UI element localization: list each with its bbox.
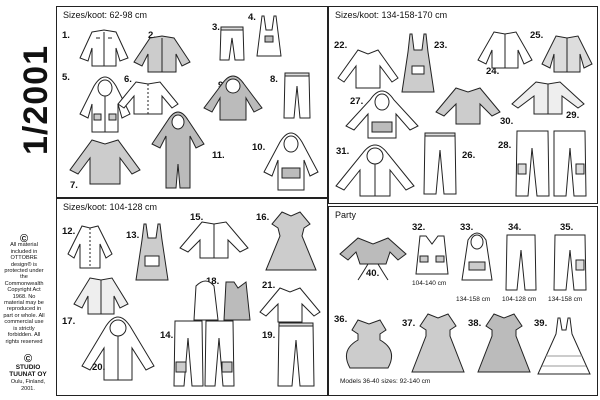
- hoodie-illustration: [262, 128, 320, 192]
- publisher-credit: © STUDIO TUUNAT OY Oulu, Finland, 2001.: [4, 353, 52, 394]
- section-title: Party: [335, 210, 357, 220]
- long-sleeve-top-illustration: [336, 48, 400, 90]
- cargo-trousers-illustration: [514, 128, 588, 198]
- model-number: 18.: [206, 276, 220, 287]
- pinafore-illustration: [134, 222, 170, 282]
- vests-illustration: [192, 276, 252, 322]
- model-number: 21.: [262, 280, 276, 291]
- shirt-illustration: [116, 80, 180, 116]
- model-number: 40.: [366, 268, 380, 279]
- model-number: 17.: [62, 316, 76, 327]
- long-sleeve-tee-illustration: [258, 286, 322, 324]
- smock-dress-illustration: [410, 312, 466, 374]
- model-number: 27.: [350, 96, 364, 107]
- model-number: 39.: [534, 318, 548, 329]
- pants-illustration: [218, 24, 246, 62]
- model-number: 36.: [334, 314, 348, 325]
- model-number: 25.: [530, 30, 544, 41]
- dress-illustration: [400, 32, 436, 94]
- zip-jacket-illustration: [178, 220, 250, 260]
- copyright-text: All material included in OTTOBRE design®…: [3, 242, 45, 345]
- model-number: 23.: [434, 40, 448, 51]
- model-number: 13.: [126, 230, 140, 241]
- hooded-zip-jacket-illustration: [80, 312, 156, 382]
- model-number: 7.: [70, 180, 78, 191]
- issue-number: 1/2001: [17, 45, 55, 155]
- model-number: 3.: [212, 22, 220, 33]
- shirt-illustration: [72, 276, 130, 316]
- model-number: 22.: [334, 40, 348, 51]
- bolero-illustration: [338, 234, 408, 282]
- jacket-illustration: [476, 30, 534, 70]
- model-number: 19.: [262, 330, 276, 341]
- copyright-symbol: ©: [23, 353, 33, 365]
- bubble-dress-illustration: [340, 318, 398, 374]
- hooded-vest-illustration: [460, 228, 494, 282]
- shirt-illustration: [510, 80, 586, 116]
- model-number: 12.: [62, 226, 76, 237]
- floral-dress-illustration: [476, 312, 532, 374]
- model-number: 10.: [252, 142, 266, 153]
- section-title: Sizes/koot: 62-98 cm: [63, 10, 148, 20]
- section-title: Sizes/koot: 134-158-170 cm: [335, 10, 448, 20]
- tulle-dress-illustration: [536, 316, 592, 376]
- model-number: 16.: [256, 212, 270, 223]
- model-number: 37.: [402, 318, 416, 329]
- dungarees-illustration: [256, 14, 282, 58]
- model-number: 11.: [212, 150, 225, 161]
- model-number: 26.: [462, 150, 476, 161]
- cargo-pants-illustration: [552, 232, 588, 292]
- model-number: 1.: [62, 30, 70, 41]
- model-number: 2.: [148, 30, 156, 41]
- model-number: 20.: [92, 362, 106, 373]
- trousers-illustration: [172, 318, 236, 388]
- models-size-note: Models 36-40 sizes: 92-140 cm: [340, 378, 431, 385]
- copyright-symbol: ©: [19, 233, 29, 245]
- hooded-jacket-illustration: [334, 140, 416, 198]
- jacket-illustration: [78, 28, 130, 68]
- model-number: 24.: [486, 66, 500, 77]
- model-number: 5.: [62, 72, 70, 83]
- checked-jacket-illustration: [540, 34, 594, 74]
- model-number: 29.: [566, 110, 580, 121]
- model-number: 28.: [498, 140, 512, 151]
- model-number: 38.: [468, 318, 482, 329]
- model-number: 31.: [336, 146, 350, 157]
- section-title: Sizes/koot: 104-128 cm: [63, 202, 158, 212]
- publisher-place: Oulu, Finland, 2001.: [10, 378, 46, 393]
- hooded-jacket-illustration: [76, 72, 134, 134]
- copyright-notice: © All material included in OTTOBRE desig…: [3, 233, 45, 345]
- size-caption: 104-128 cm: [502, 296, 537, 303]
- overall-illustration: [150, 106, 206, 190]
- model-number: 34.: [508, 222, 522, 233]
- patterned-jacket-illustration: [132, 34, 192, 74]
- model-number: 15.: [190, 212, 204, 223]
- hooded-sweatshirt-illustration: [344, 86, 420, 140]
- party-dress-illustration: [262, 210, 320, 272]
- sweater-illustration: [68, 136, 142, 186]
- patterned-top-illustration: [434, 86, 502, 126]
- model-number: 33.: [460, 222, 474, 233]
- trousers-illustration: [282, 70, 312, 120]
- jeans-illustration: [422, 130, 458, 196]
- vest-illustration: [414, 234, 450, 276]
- top-illustration: [66, 224, 114, 270]
- size-caption: 104-140 cm: [412, 280, 447, 287]
- model-number: 14.: [160, 330, 174, 341]
- size-caption: 134-158 cm: [548, 296, 583, 303]
- publisher-name: STUDIO TUUNAT OY: [9, 363, 47, 379]
- trousers-illustration: [504, 232, 538, 292]
- pants-illustration: [276, 320, 316, 388]
- hooded-top-illustration: [202, 72, 264, 122]
- model-number: 35.: [560, 222, 574, 233]
- model-number: 32.: [412, 222, 426, 233]
- model-number: 4.: [248, 12, 256, 23]
- model-number: 8.: [270, 74, 278, 85]
- size-caption: 134-158 cm: [456, 296, 491, 303]
- model-number: 30.: [500, 116, 514, 127]
- model-number: 6.: [124, 74, 132, 85]
